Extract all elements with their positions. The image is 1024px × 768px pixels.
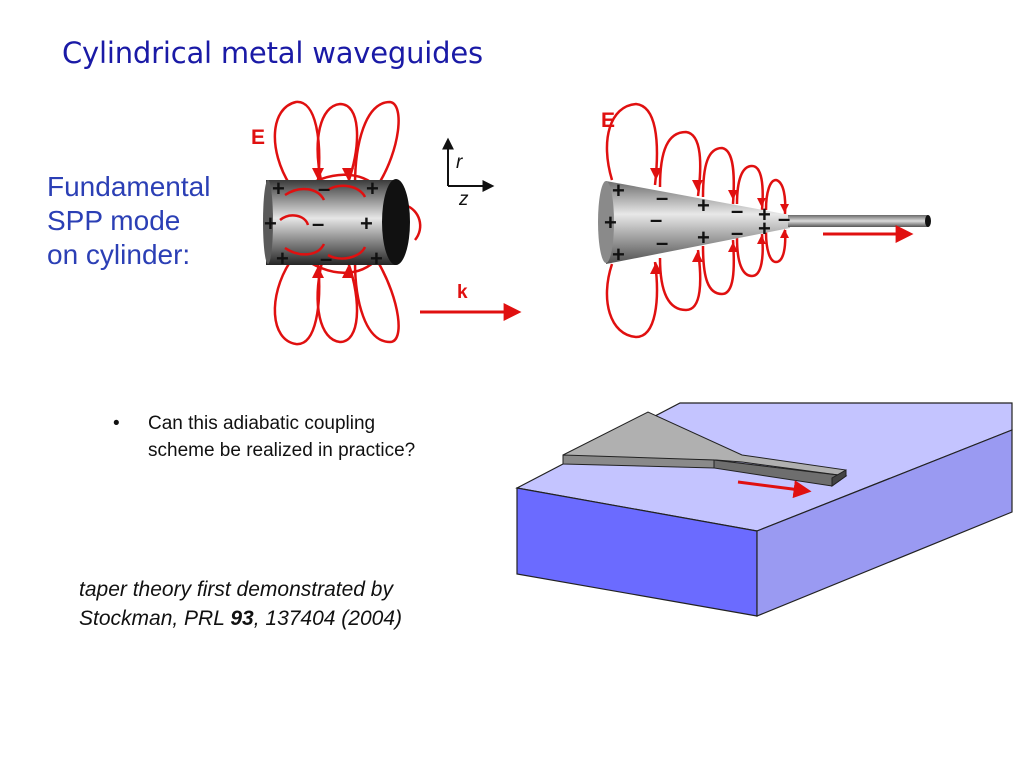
charge-minus: –	[731, 198, 743, 223]
citation-pages-year: , 137404 (2004)	[253, 607, 403, 630]
field-label-e: E	[601, 109, 615, 132]
r-z-axes-icon: r z	[442, 137, 495, 210]
axis-r-label: r	[456, 152, 463, 173]
taper-charges: + – + – + – + – + – + – +	[604, 178, 790, 267]
charge-plus: +	[264, 211, 277, 236]
charge-minus: –	[731, 220, 743, 245]
charge-minus: –	[650, 207, 662, 232]
charge-minus: –	[318, 176, 330, 201]
charge-plus: +	[370, 246, 383, 271]
field-arrowheads-right	[650, 168, 789, 274]
field-arrowheads-left	[312, 168, 354, 278]
mode-label: Fundamental SPP mode on cylinder:	[47, 170, 210, 272]
charge-plus: +	[612, 178, 625, 203]
charge-plus: +	[758, 202, 771, 227]
citation-author: Stockman, PRL	[79, 607, 231, 630]
citation-line-2: Stockman, PRL 93, 137404 (2004)	[79, 604, 402, 633]
substrate-propagation-arrow-icon	[737, 480, 812, 499]
charge-plus: +	[758, 216, 771, 241]
charge-minus: –	[778, 206, 790, 231]
charge-plus: +	[272, 176, 285, 201]
bullet-text: Can this adiabatic coupling scheme be re…	[148, 413, 416, 461]
taper-figure: + – + – + – + – + – + – + E	[598, 102, 931, 339]
cylinder-figure: + – + + – + + – + E k	[251, 100, 522, 346]
charge-plus: +	[604, 210, 617, 235]
cylinder-back-face	[263, 180, 273, 264]
charge-minus: –	[656, 230, 668, 255]
charge-plus: +	[276, 246, 289, 271]
substrate-side	[756, 429, 1013, 617]
citation: taper theory first demonstrated by Stock…	[79, 575, 402, 633]
nanowire	[788, 215, 928, 227]
bullet-marker: •	[113, 413, 120, 434]
citation-line-1: taper theory first demonstrated by	[79, 578, 393, 601]
mode-label-line-1: Fundamental	[47, 171, 211, 202]
charge-minus: –	[320, 246, 332, 271]
charge-plus: +	[366, 176, 379, 201]
mode-label-line-3: on cylinder:	[47, 239, 191, 270]
k-label: k	[457, 282, 468, 303]
nanowire-tip	[925, 215, 931, 227]
mode-label-line-2: SPP mode	[47, 205, 181, 236]
field-label-e: E	[251, 126, 265, 149]
charge-minus: –	[312, 211, 324, 236]
slide-title: Cylindrical metal waveguides	[62, 36, 483, 70]
substrate-figure	[515, 402, 1013, 617]
charge-plus: +	[360, 211, 373, 236]
citation-volume: 93	[230, 607, 254, 630]
cylinder-charges: + – + + – + + – +	[264, 176, 383, 271]
taper-back-face	[598, 181, 614, 263]
charge-plus: +	[697, 193, 710, 218]
taper-body	[606, 181, 790, 264]
charge-plus: +	[612, 242, 625, 267]
axis-z-label: z	[458, 189, 469, 210]
cylinder-front-face	[382, 179, 410, 265]
charge-plus: +	[697, 225, 710, 250]
taper-field-lines	[605, 102, 787, 339]
charge-minus: –	[656, 185, 668, 210]
